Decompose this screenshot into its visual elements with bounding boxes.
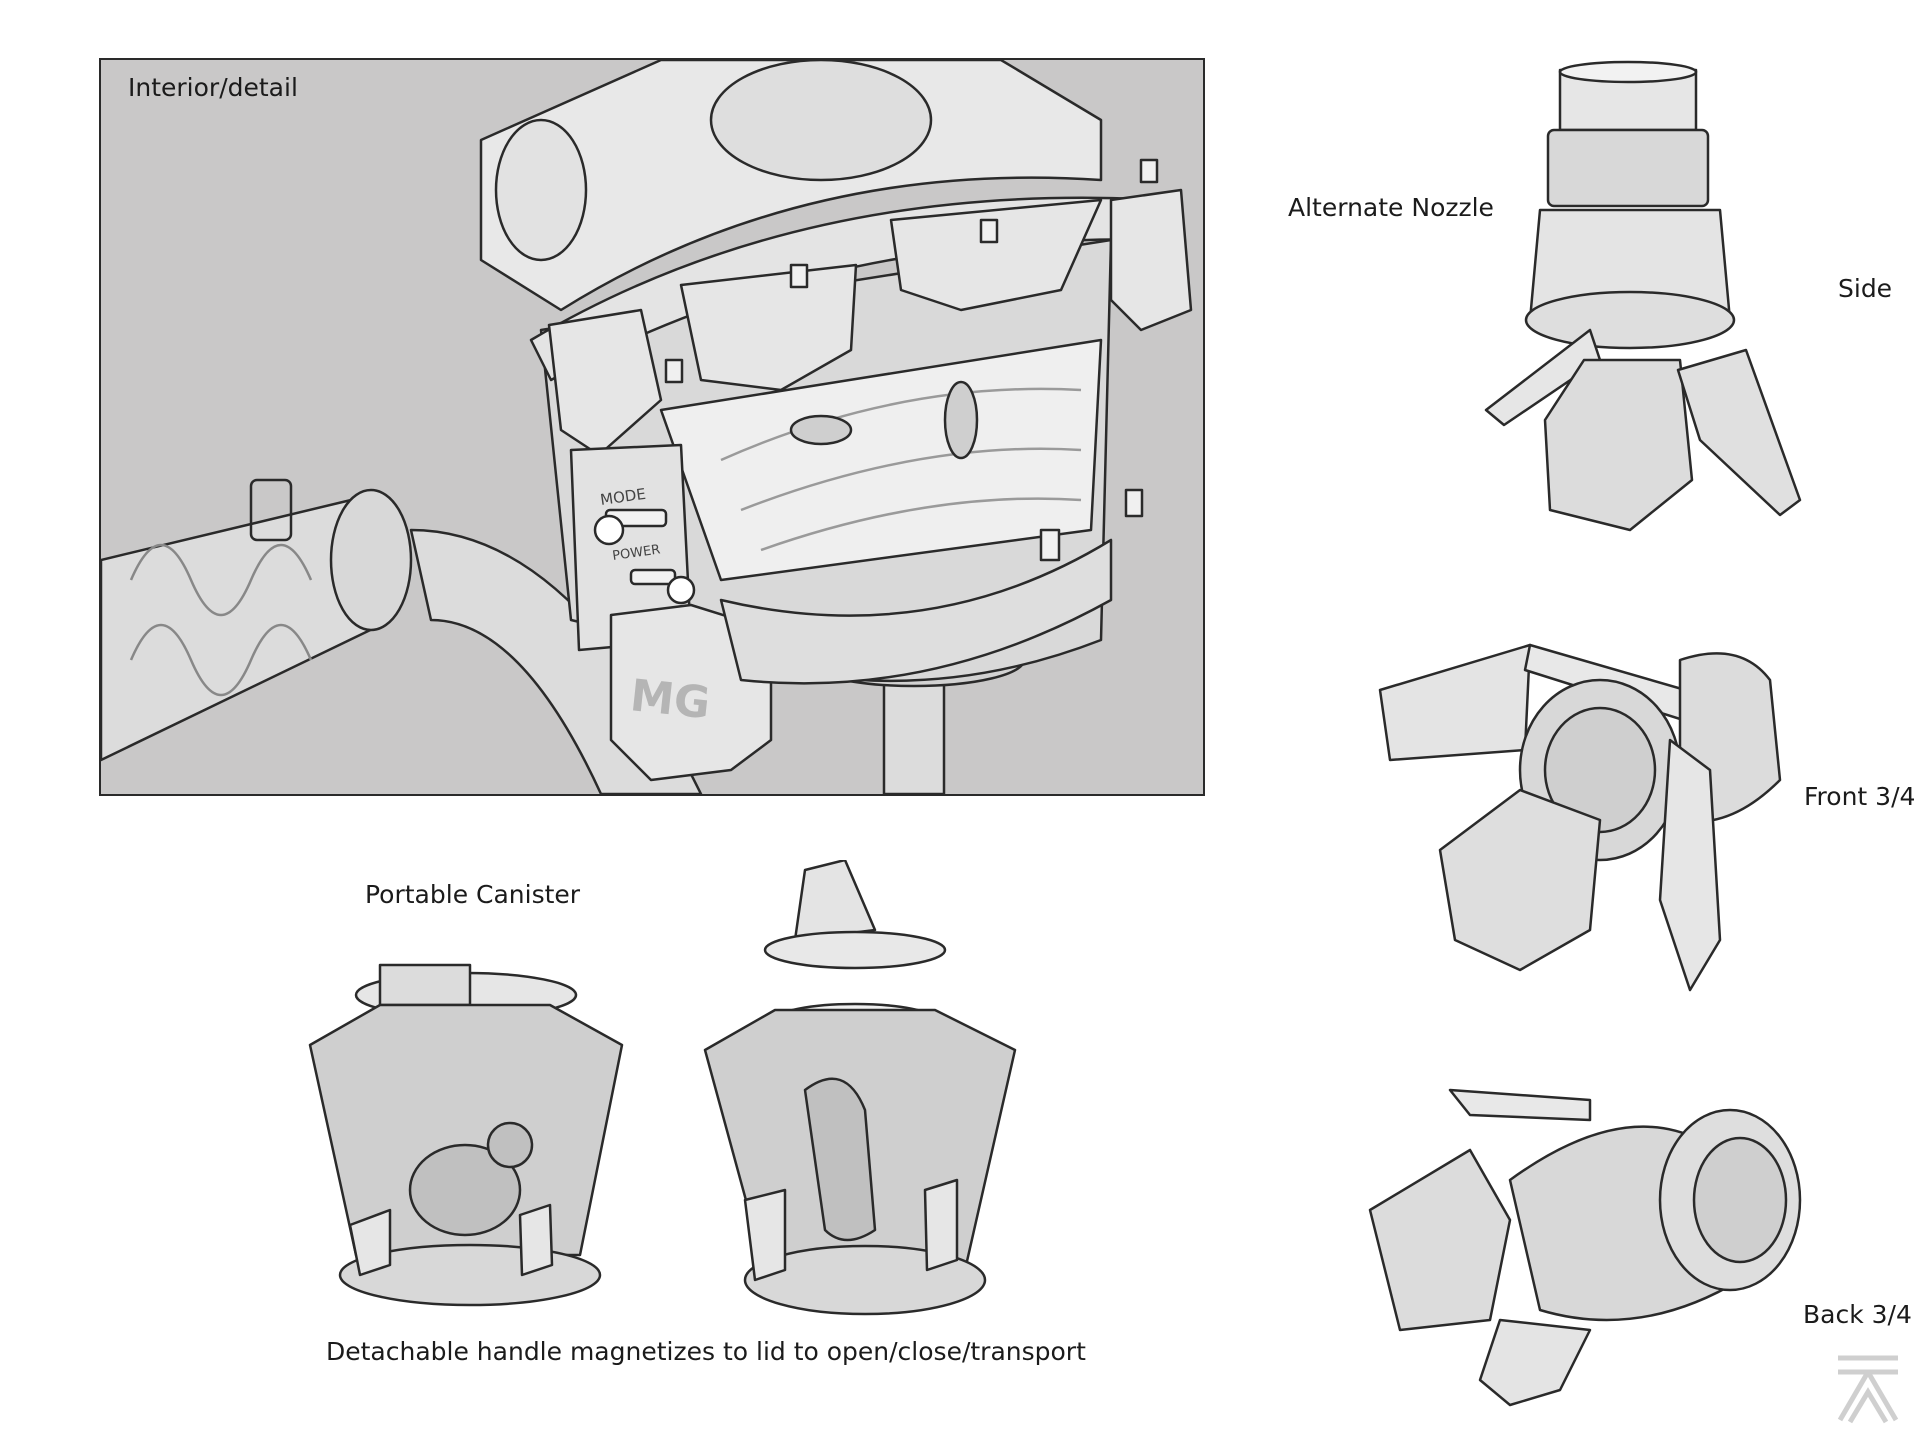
mouse-sitting [408, 1143, 522, 1237]
power-label: POWER [611, 542, 661, 564]
brand-mark: MG [628, 670, 713, 729]
detachable-handle [793, 860, 877, 942]
front-view-label: Front 3/4 [1804, 782, 1916, 811]
side-view-label: Side [1838, 274, 1893, 303]
top-housing [479, 60, 1103, 312]
interior-detail-illustration: MODE POWER MG [101, 60, 1193, 794]
mg-badge [609, 603, 773, 782]
inner-chamber [659, 338, 1103, 582]
power-switch [629, 568, 677, 586]
lower-ring [719, 538, 1113, 685]
petal-4 [1109, 188, 1193, 332]
mouse-2 [789, 414, 853, 446]
portable-canister-open [695, 860, 1035, 1330]
mode-switch-knob [593, 514, 625, 546]
nozzle-back-view [1360, 1060, 1820, 1420]
petal-1 [547, 308, 663, 457]
mouse-1 [943, 380, 979, 460]
back-view-label: Back 3/4 [1803, 1300, 1912, 1329]
alternate-nozzle-label: Alternate Nozzle [1288, 193, 1494, 222]
studio-logo-icon [1830, 1350, 1906, 1430]
canister-caption: Detachable handle magnetizes to lid to o… [326, 1337, 1086, 1366]
interior-detail-label: Interior/detail [128, 73, 298, 102]
power-switch-knob [666, 575, 696, 605]
nozzle-side-view [1430, 60, 1810, 540]
hose-coupler [329, 488, 413, 632]
portable-canister-label: Portable Canister [365, 880, 581, 909]
portable-canister-closed [300, 945, 630, 1325]
nozzle-front-view [1370, 600, 1810, 1000]
petal-3 [889, 198, 1103, 312]
mouse-standing [803, 1077, 877, 1242]
petal-2 [679, 263, 858, 392]
interior-detail-panel: MODE POWER MG Interior/detail [99, 58, 1205, 796]
hose-clip [249, 478, 293, 542]
